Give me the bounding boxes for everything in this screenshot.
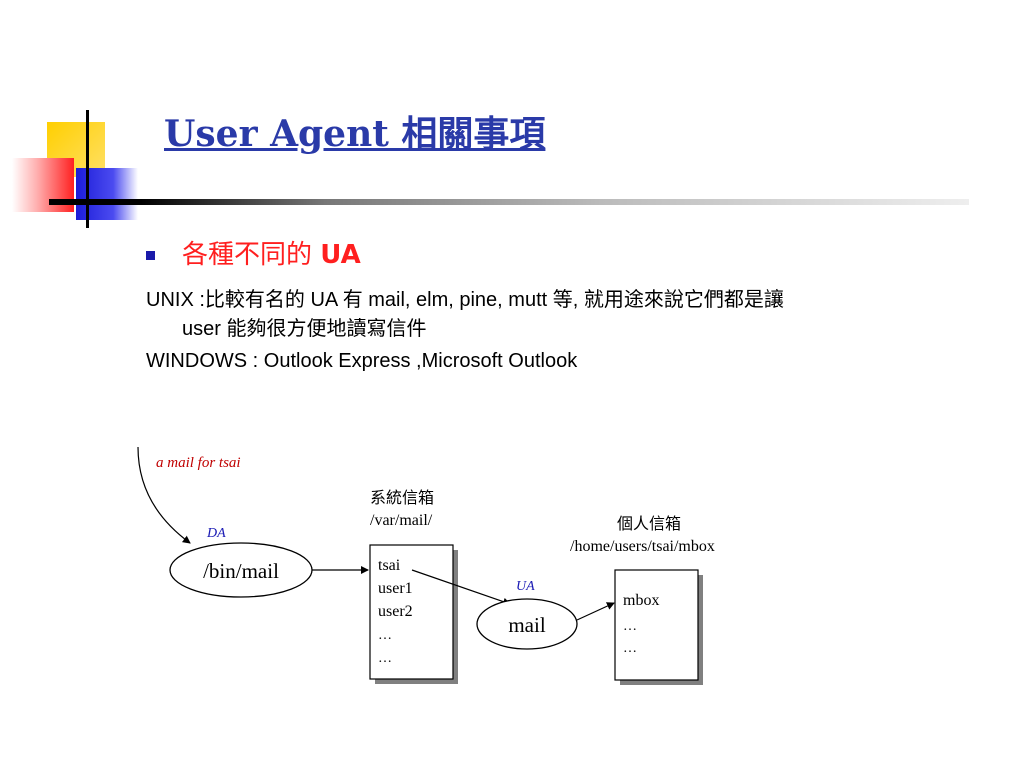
personal-mailbox-title: 個人信箱 xyxy=(617,514,681,533)
bullet-heading: 各種不同的 UA xyxy=(182,234,361,271)
system-mailbox-item: user1 xyxy=(378,580,413,597)
system-mailbox-box xyxy=(369,544,454,680)
personal-mailbox-path: /home/users/tsai/mbox xyxy=(570,538,715,555)
personal-mailbox-item: … xyxy=(623,641,637,656)
text-line-unix-cont: user 能夠很方便地讀寫信件 xyxy=(182,318,427,340)
title-divider xyxy=(49,199,969,205)
mail-ua-label: mail xyxy=(508,613,545,637)
system-mailbox-item: user2 xyxy=(378,603,413,620)
system-mailbox-title: 系統信箱 xyxy=(370,488,434,507)
ua-label: UA xyxy=(516,579,535,594)
system-mailbox-item: … xyxy=(378,628,392,643)
system-mailbox-item: … xyxy=(378,651,392,666)
slide-title: User Agent 相關事項 xyxy=(164,113,546,155)
incoming-mail-arrow xyxy=(137,446,191,544)
tsai-to-ua-arrow xyxy=(411,569,511,606)
system-mailbox-item: tsai xyxy=(378,557,401,574)
logo-vertical-line xyxy=(86,110,89,228)
mail-ua-node xyxy=(476,598,578,650)
bullet-label: 各種不同的 xyxy=(182,240,313,270)
text-line-unix: UNIX :比較有名的 UA 有 mail, elm, pine, mutt 等… xyxy=(146,289,784,311)
personal-mailbox-item: mbox xyxy=(623,592,659,609)
bullet-strong: UA xyxy=(320,240,361,270)
text-line-windows: WINDOWS : Outlook Express ,Microsoft Out… xyxy=(146,350,578,372)
ua-to-personal-arrow xyxy=(576,602,615,621)
da-label: DA xyxy=(206,526,226,541)
system-mailbox-path: /var/mail/ xyxy=(370,512,433,529)
incoming-mail-label: a mail for tsai xyxy=(156,455,241,471)
personal-mailbox-box xyxy=(614,569,699,681)
bullet-icon xyxy=(146,251,155,260)
personal-mailbox-item: … xyxy=(623,619,637,634)
bin-mail-label: /bin/mail xyxy=(203,559,279,583)
